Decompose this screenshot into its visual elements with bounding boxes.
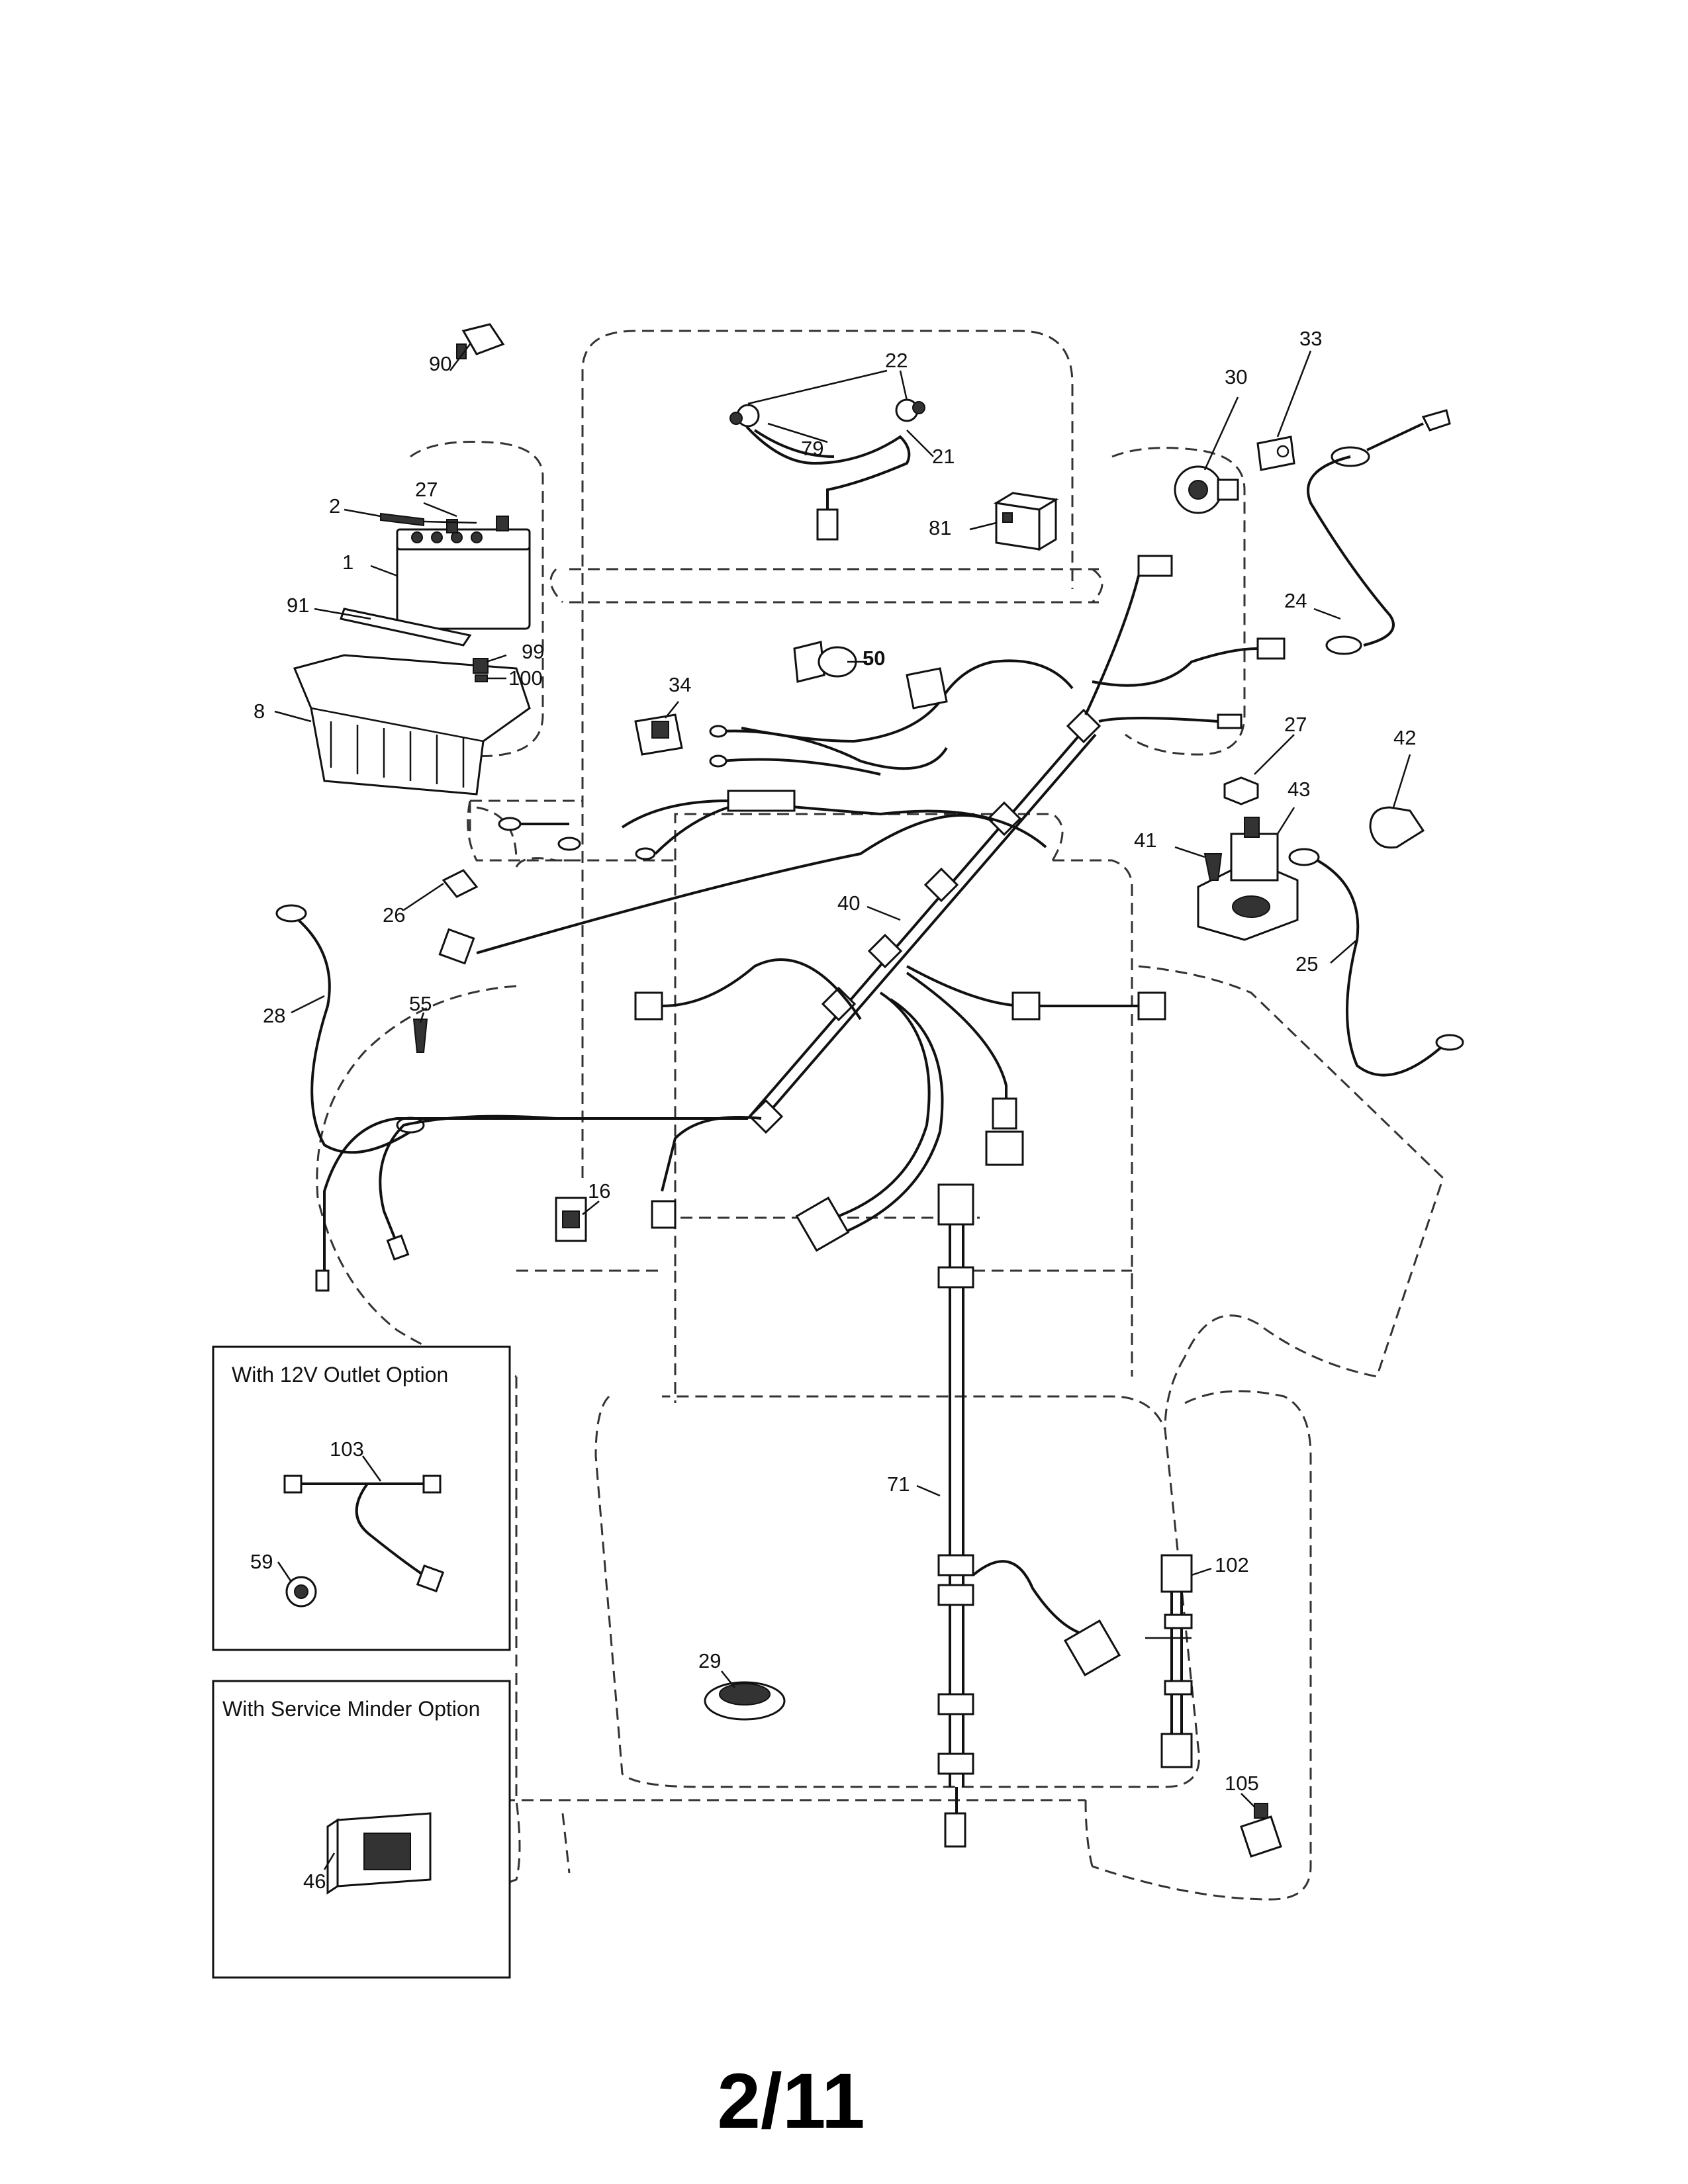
- solenoid-bolt: [1203, 853, 1223, 881]
- harness-71: [937, 1183, 1121, 1848]
- cable-25: [1317, 859, 1444, 1077]
- leader-lines: [274, 343, 1411, 1870]
- callout-16: 16: [588, 1179, 610, 1203]
- callout-99: 99: [522, 640, 544, 663]
- callout-30: 30: [1225, 365, 1247, 388]
- screw-55: [412, 1019, 428, 1053]
- harness-102: [1145, 1554, 1193, 1768]
- callout-8: 8: [254, 700, 265, 723]
- callout-71: 71: [887, 1473, 910, 1496]
- terminal-cover: [461, 323, 505, 355]
- headlight-harness: [729, 398, 925, 541]
- callout-26: 26: [383, 903, 405, 927]
- starter-solenoid: [1197, 776, 1425, 941]
- battery-hold-down: [340, 608, 472, 647]
- callout-27-battery: 27: [415, 478, 438, 501]
- callout-25: 25: [1295, 952, 1318, 976]
- callout-90: 90: [429, 352, 451, 375]
- connector-16: [555, 1197, 587, 1242]
- callout-41: 41: [1134, 829, 1156, 852]
- callout-labels: 90 2 27 1 91 99 100 8 22 79 21 81 50 34 …: [250, 327, 1416, 1893]
- callout-22: 22: [885, 349, 908, 372]
- battery-nut: [473, 658, 489, 674]
- callout-2: 2: [329, 494, 340, 518]
- terminal-boot: [1369, 806, 1425, 849]
- callout-24: 24: [1284, 589, 1307, 612]
- callout-81: 81: [929, 516, 951, 539]
- callout-105: 105: [1225, 1772, 1259, 1795]
- callout-29: 29: [698, 1649, 721, 1672]
- battery: [396, 541, 531, 630]
- callout-79: 79: [801, 437, 823, 460]
- grommet: [704, 1681, 786, 1721]
- callout-43: 43: [1288, 778, 1310, 801]
- service-minder-option-box: [212, 1680, 511, 1979]
- callout-55: 55: [409, 992, 432, 1015]
- outlet-option-title: With 12V Outlet Option: [232, 1363, 448, 1387]
- switch-105: [1240, 1803, 1282, 1858]
- battery-cable-24: [1307, 409, 1451, 655]
- relay: [993, 492, 1059, 551]
- callout-27-solenoid: 27: [1284, 713, 1307, 736]
- left-connectors: [498, 806, 729, 860]
- service-minder-option-title: With Service Minder Option: [222, 1697, 480, 1721]
- callout-46: 46: [303, 1870, 326, 1893]
- callout-102: 102: [1215, 1553, 1249, 1576]
- callout-34: 34: [669, 673, 691, 696]
- switch-34: [634, 713, 948, 776]
- callout-91: 91: [287, 594, 309, 617]
- battery-bolt: [380, 512, 424, 527]
- main-harness: [315, 555, 1286, 1292]
- callout-1: 1: [342, 551, 353, 574]
- cable-28: [293, 915, 412, 1154]
- callout-103: 103: [330, 1437, 364, 1461]
- ignition-plug: [1256, 435, 1295, 471]
- solenoid-nut: [1223, 776, 1259, 805]
- fuse: [442, 869, 479, 898]
- ignition-switch: [1174, 465, 1239, 514]
- callout-50: 50: [863, 647, 885, 670]
- callout-59: 59: [250, 1550, 273, 1573]
- callout-21: 21: [932, 445, 955, 468]
- callout-100: 100: [508, 666, 543, 690]
- page-number: 2/11: [717, 2058, 865, 2145]
- callout-33: 33: [1299, 327, 1322, 350]
- switch-50: [793, 641, 948, 709]
- outlet-option-box: [212, 1345, 511, 1651]
- callout-28: 28: [263, 1004, 285, 1027]
- battery-assembly: [293, 323, 531, 796]
- callout-42: 42: [1393, 726, 1416, 749]
- battery-tray: [293, 654, 531, 796]
- callout-40: 40: [837, 891, 860, 915]
